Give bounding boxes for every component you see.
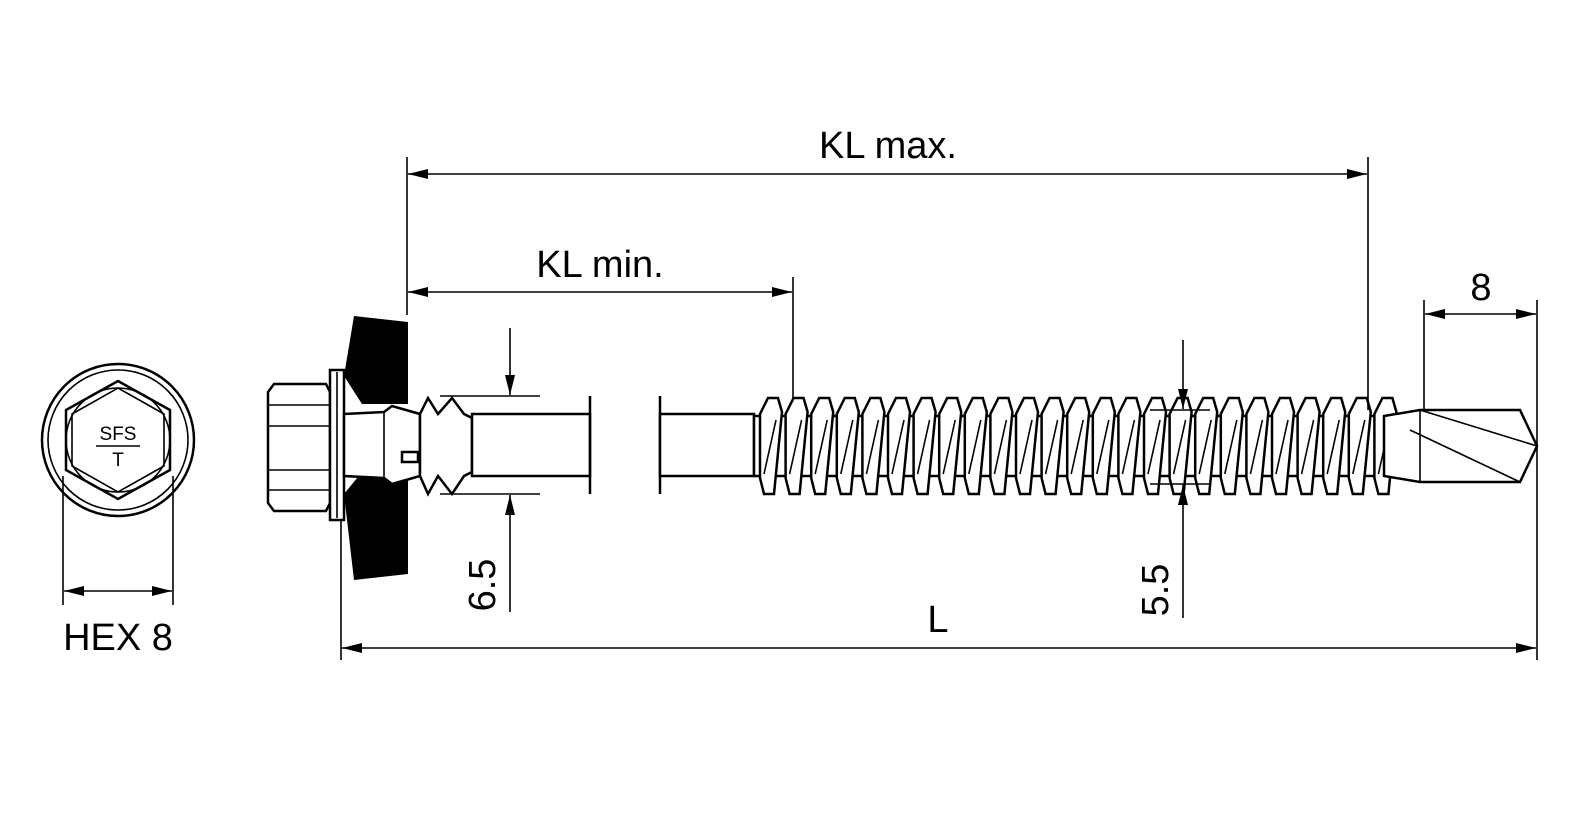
tip-length-label: 8 xyxy=(1470,267,1491,309)
shank-right xyxy=(658,412,756,478)
thread-flank xyxy=(763,419,777,475)
thread-flank xyxy=(1352,419,1366,475)
thread-flank xyxy=(865,419,880,475)
length-label: L xyxy=(927,599,948,641)
thread-flank xyxy=(1070,419,1084,475)
thread-flank xyxy=(1275,419,1289,475)
thread-flank xyxy=(916,419,931,475)
thread-flank xyxy=(1096,419,1110,475)
hex-head-side xyxy=(266,382,332,513)
screw-side-view xyxy=(266,316,1539,580)
thread-flank xyxy=(1249,419,1264,475)
thread-flank xyxy=(1172,419,1187,475)
drill-tip xyxy=(1382,408,1539,484)
hex-face-circle xyxy=(65,387,171,493)
thread-flank xyxy=(1121,419,1136,475)
thread-flights xyxy=(758,396,1398,496)
hex-size-label: HEX 8 xyxy=(63,617,173,659)
thread-flank xyxy=(1224,419,1238,475)
shank-left xyxy=(470,412,592,478)
kl-min-label: KL min. xyxy=(536,244,663,286)
dimensions: KL max. KL min. 8 6.5 5.5 L xyxy=(340,125,1538,660)
head-top-view: SFS T HEX 8 xyxy=(40,362,196,659)
thread-flank xyxy=(942,419,956,475)
d55-label: 5.5 xyxy=(1135,564,1177,617)
thread-flank xyxy=(788,419,803,475)
thread-flank xyxy=(993,419,1008,475)
sealing-washer-top xyxy=(344,316,408,404)
thread-flank xyxy=(1044,419,1059,475)
head-washer-inner xyxy=(47,369,189,511)
thread-flank xyxy=(814,419,828,475)
sfs-logo: SFS T xyxy=(96,424,140,471)
thread-flank xyxy=(1019,419,1033,475)
hex-outline xyxy=(64,379,172,501)
thread-flank xyxy=(968,419,982,475)
screw-neck xyxy=(342,404,422,486)
sealing-washer-bottom xyxy=(344,472,408,580)
thread-flank xyxy=(1147,419,1161,475)
d65-label: 6.5 xyxy=(462,559,504,612)
upper-thread xyxy=(418,395,474,497)
logo-top-text: SFS xyxy=(100,424,137,445)
thread-flank xyxy=(840,419,854,475)
logo-bottom-text: T xyxy=(112,450,124,471)
head-washer-outline xyxy=(40,362,196,518)
thread-flank xyxy=(891,419,905,475)
thread-flank xyxy=(1326,419,1340,475)
kl-max-label: KL max. xyxy=(819,125,957,167)
thread-flank xyxy=(1198,419,1212,475)
thread-flank xyxy=(1300,419,1315,475)
